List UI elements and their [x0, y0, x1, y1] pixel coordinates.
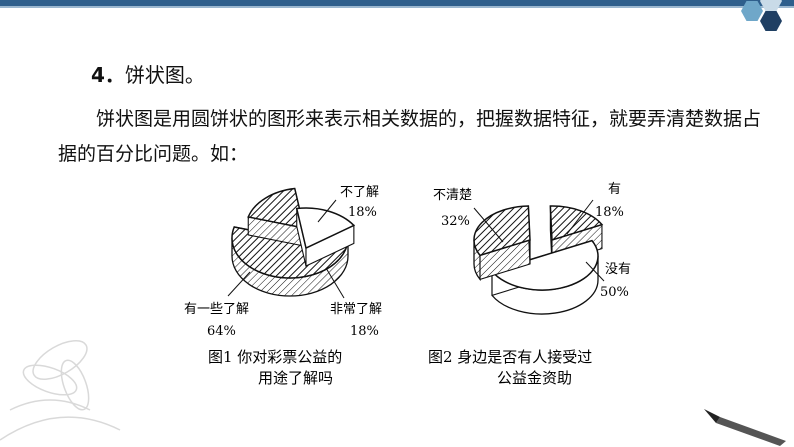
- top-accent-bar: [0, 0, 794, 6]
- slice-value-label: 32%: [441, 214, 470, 229]
- slice-leader-line: [317, 199, 337, 223]
- slice-leader-line: [325, 267, 345, 299]
- slice-value-label: 18%: [348, 205, 377, 220]
- pie-slice-top: [490, 239, 599, 291]
- pie-slice-top: [549, 205, 604, 242]
- slice-label: 不了解: [340, 185, 379, 200]
- chart-caption-line: 公益金资助: [497, 369, 572, 387]
- section-number: 4．: [91, 63, 125, 87]
- pie-slice-top: [295, 207, 356, 250]
- slice-label: 有一些了解: [184, 302, 249, 317]
- intro-paragraph: 饼状图是用圆饼状的图形来表示相关数据的，把握数据特征，就要弄清楚数据占据的百分比…: [58, 102, 778, 172]
- slice-leader-line: [227, 271, 251, 297]
- top-accent-line: [0, 6, 794, 8]
- brush-pen-icon: [704, 409, 786, 446]
- slice-leader-line: [473, 207, 504, 243]
- slice-leader-line: [585, 261, 605, 282]
- flower-watermark-icon: [0, 339, 121, 441]
- slice-leader-line: [566, 199, 594, 235]
- hexagon-logo-icon: [741, 1, 763, 21]
- slice-label: 有: [608, 182, 621, 197]
- hexagon-logo-icon: [760, 11, 782, 31]
- intro-text: 饼状图是用圆饼状的图形来表示相关数据的，把握数据特征，就要弄清楚数据占据的百分比…: [58, 108, 762, 165]
- slice-label: 非常了解: [330, 302, 382, 317]
- chart-caption-line: 图2 身边是否有人接受过: [428, 348, 592, 366]
- chart-caption-line: 图1 你对彩票公益的: [208, 348, 342, 366]
- pie-slice: [473, 205, 531, 282]
- slice-value-label: 18%: [595, 205, 624, 220]
- hexagon-logo-icon: [760, 0, 782, 11]
- slice-label: 没有: [605, 262, 631, 277]
- slice-value-label: 64%: [207, 324, 236, 339]
- slice-label: 不清楚: [433, 188, 472, 203]
- chart-caption-line: 用途了解吗: [258, 369, 333, 387]
- section-title: 饼状图。: [124, 63, 205, 87]
- slice-value-label: 18%: [350, 324, 379, 339]
- pie-slice: [490, 239, 599, 315]
- pie-slice: [295, 207, 356, 267]
- pie-slice-top: [247, 187, 305, 229]
- pie-slice-top: [473, 205, 531, 257]
- section-heading: 4．饼状图。: [91, 59, 205, 88]
- slice-value-label: 50%: [600, 285, 629, 300]
